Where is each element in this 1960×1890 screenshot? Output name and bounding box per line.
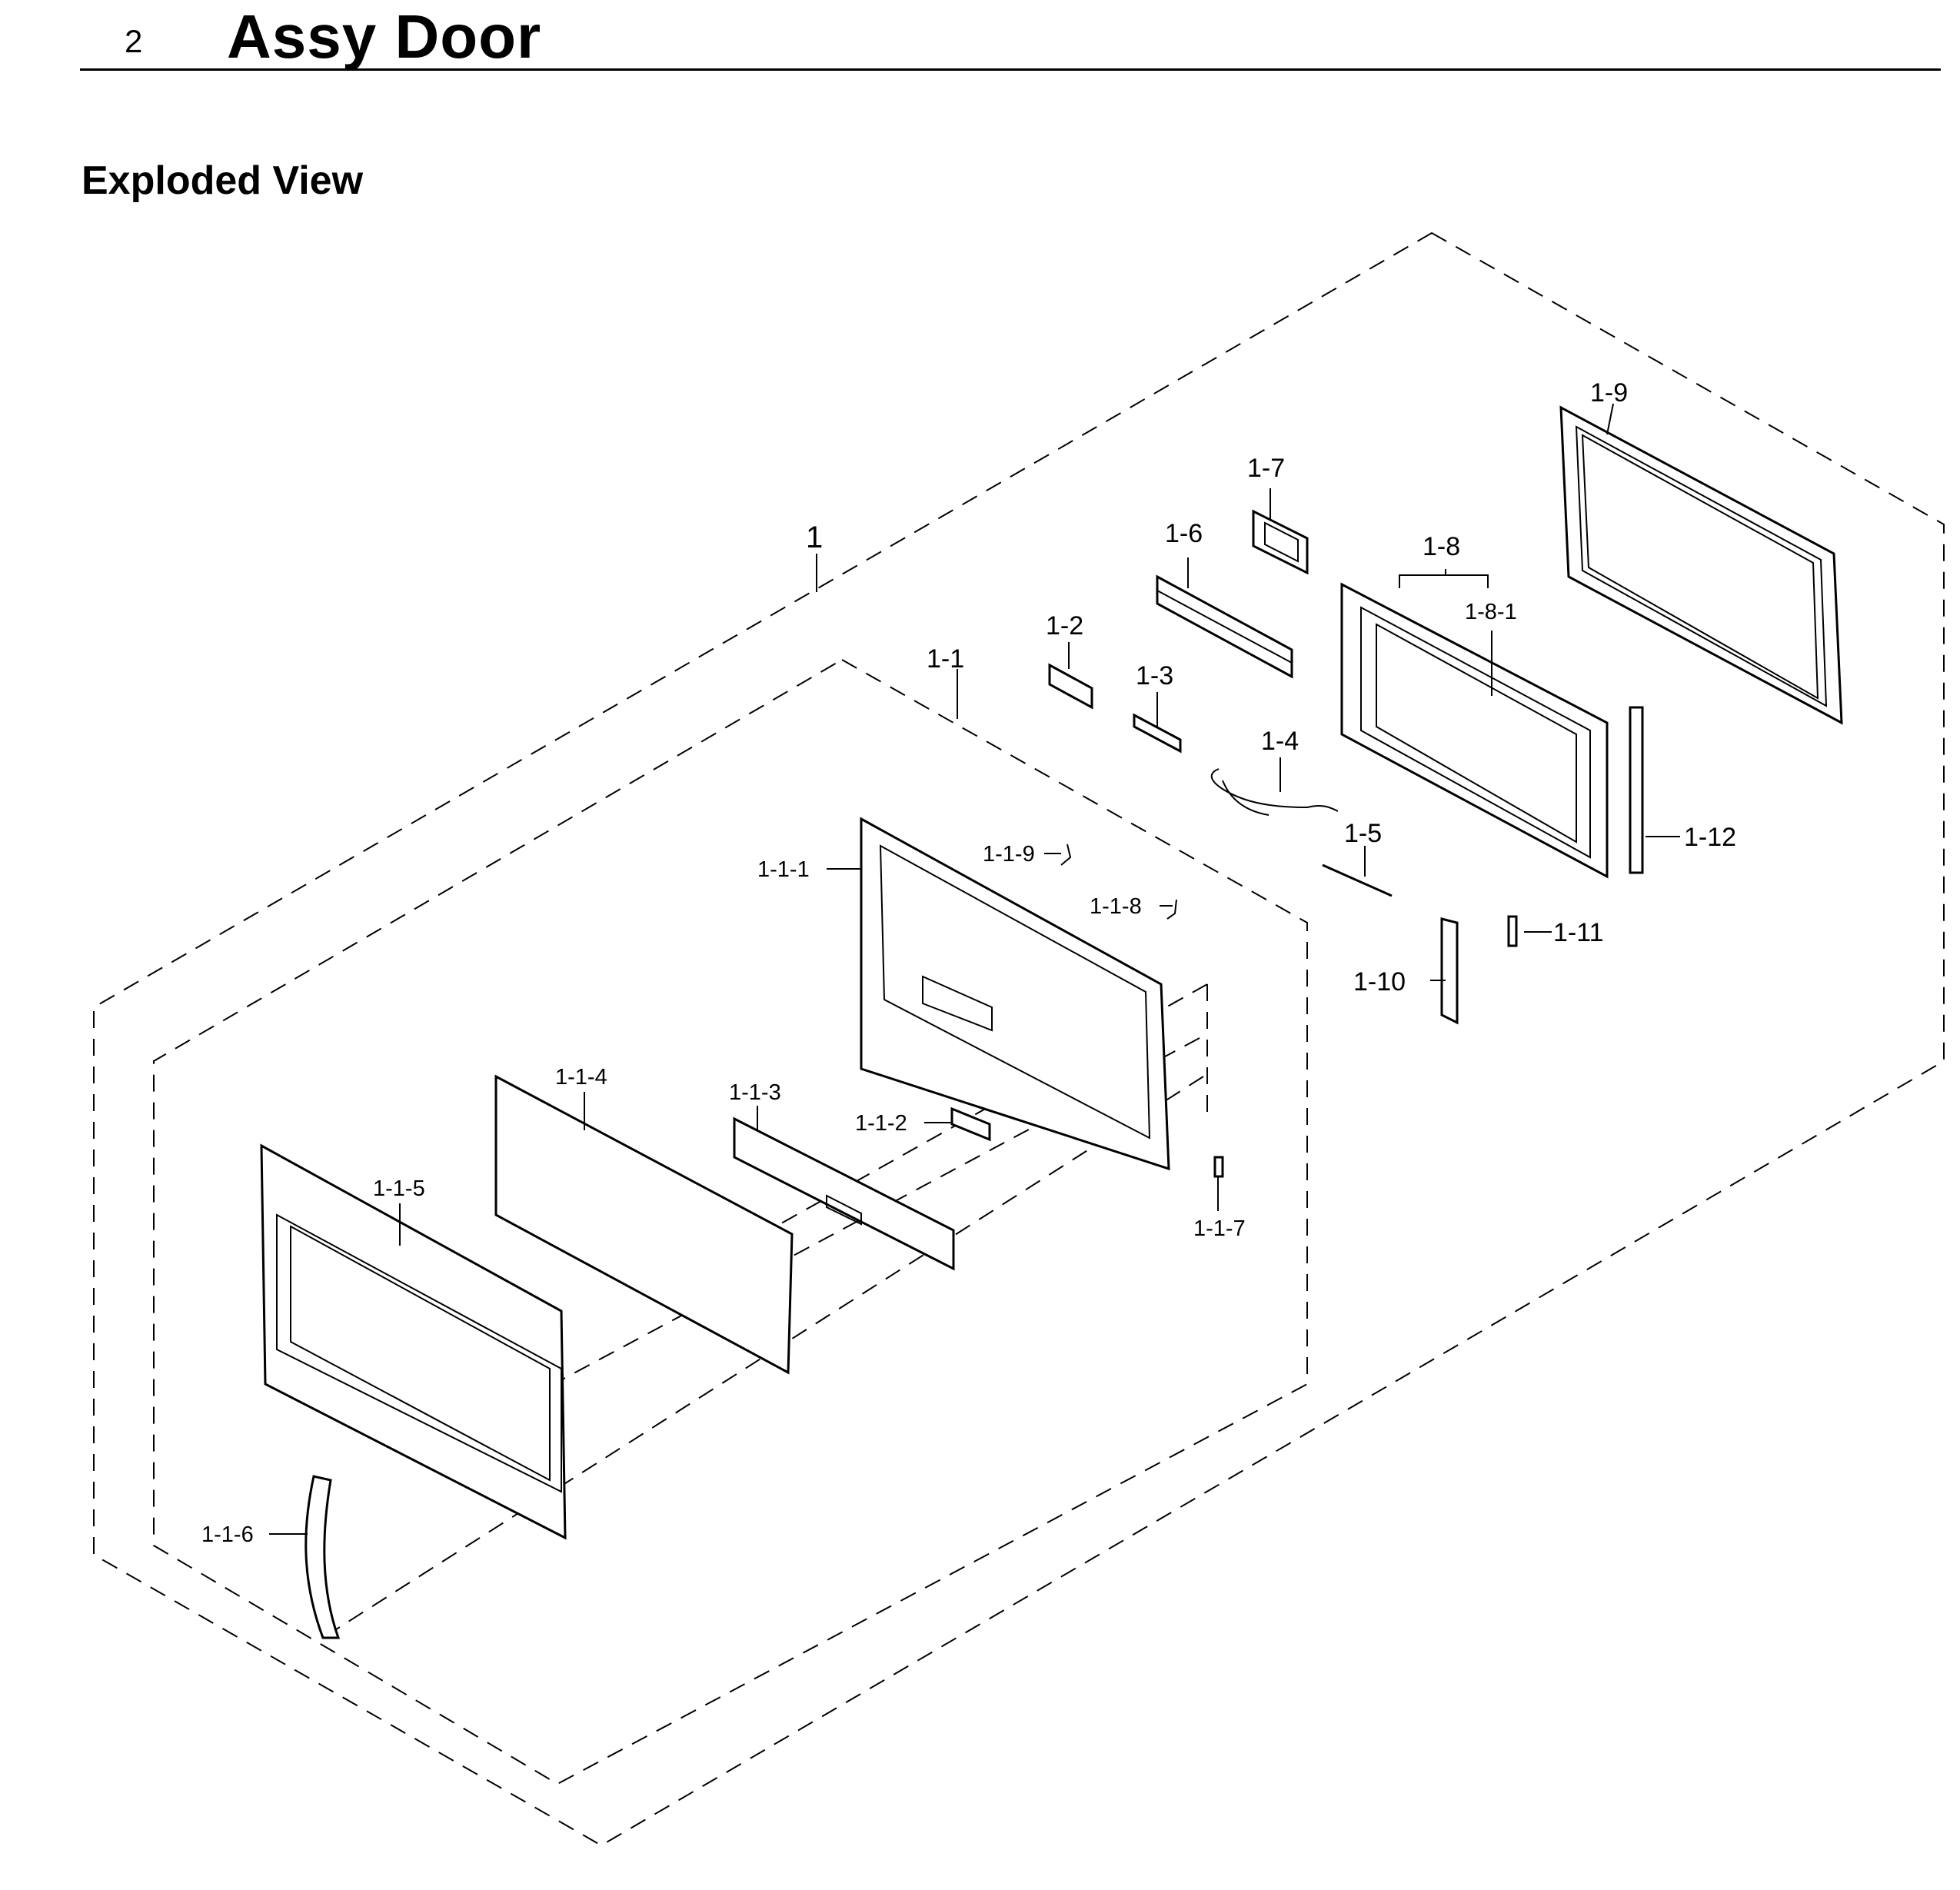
part-1-10 <box>1440 917 1459 1025</box>
label-1-1-3: 1-1-3 <box>729 1080 781 1105</box>
part-1-1-2 <box>950 1106 991 1142</box>
part-1-6 <box>1156 574 1293 679</box>
label-1-1-4: 1-1-4 <box>555 1065 607 1090</box>
label-1-1-6: 1-1-6 <box>201 1522 254 1547</box>
label-1-8-1: 1-8-1 <box>1465 600 1517 624</box>
label-1-7: 1-7 <box>1247 454 1285 483</box>
label-1-1-8: 1-1-8 <box>1090 894 1142 919</box>
label-1-9: 1-9 <box>1590 378 1628 408</box>
part-1-2 <box>1048 663 1093 710</box>
part-1-1-5 <box>260 1143 567 1540</box>
label-1-3: 1-3 <box>1136 661 1173 690</box>
part-1-1-7 <box>1213 1156 1224 1178</box>
label-1-11: 1-11 <box>1553 918 1604 947</box>
part-1-9 <box>1559 405 1843 725</box>
assembly-1-1-boundary <box>153 658 1308 1785</box>
label-1-1-2: 1-1-2 <box>855 1111 907 1136</box>
part-1-8 <box>1340 582 1609 879</box>
label-1-1-5: 1-1-5 <box>373 1176 425 1201</box>
label-1-1: 1-1 <box>927 644 964 674</box>
part-1-7 <box>1252 509 1309 575</box>
part-1-1-4 <box>494 1074 794 1375</box>
part-1-1-6 <box>304 1475 341 1639</box>
part-1-1-1 <box>860 817 1170 1171</box>
leader-lines <box>269 403 1680 1535</box>
label-1-4: 1-4 <box>1261 727 1299 756</box>
section-subtitle: Exploded View <box>82 158 364 203</box>
label-1-5: 1-5 <box>1344 819 1382 848</box>
assembly-1-boundary <box>93 231 1945 1847</box>
title-divider <box>80 68 1941 71</box>
label-1-10: 1-10 <box>1353 967 1406 997</box>
part-1-1-3 <box>733 1116 955 1271</box>
page-title: Assy Door <box>227 2 542 71</box>
part-1-3 <box>1133 713 1182 754</box>
label-1-1-7: 1-1-7 <box>1193 1216 1246 1241</box>
part-1-12 <box>1629 706 1644 874</box>
label-1: 1 <box>806 521 823 554</box>
label-1-12: 1-12 <box>1684 823 1736 852</box>
label-1-8: 1-8 <box>1423 532 1460 561</box>
label-1-1-9: 1-1-9 <box>983 842 1035 867</box>
label-1-6: 1-6 <box>1165 519 1203 548</box>
part-1-1-8 <box>1166 899 1177 920</box>
part-1-4 <box>1210 768 1339 816</box>
label-1-1-1: 1-1-1 <box>757 857 810 882</box>
label-1-2: 1-2 <box>1046 611 1083 641</box>
part-1-5 <box>1322 863 1393 897</box>
part-1-11 <box>1507 915 1518 947</box>
section-number: 2 <box>125 23 143 59</box>
part-1-1-9 <box>1060 844 1072 866</box>
